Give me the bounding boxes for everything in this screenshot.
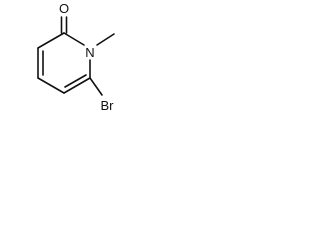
bromine-label: Br [101, 98, 115, 113]
bond-c2-c3 [37, 32, 65, 49]
bond-c5-c6-inner [64, 74, 87, 88]
bond-c5-c6 [63, 77, 91, 94]
chemical-structure: O N Br [37, 1, 115, 113]
bond-c-br [89, 77, 103, 96]
oxygen-label: O [59, 1, 69, 16]
bond-n-methyl [96, 33, 115, 46]
bond-c4-c5 [37, 77, 65, 94]
nitrogen-label: N [85, 45, 94, 60]
bond-n1-c2 [63, 32, 85, 46]
structure-canvas: O N Br [0, 0, 120, 138]
